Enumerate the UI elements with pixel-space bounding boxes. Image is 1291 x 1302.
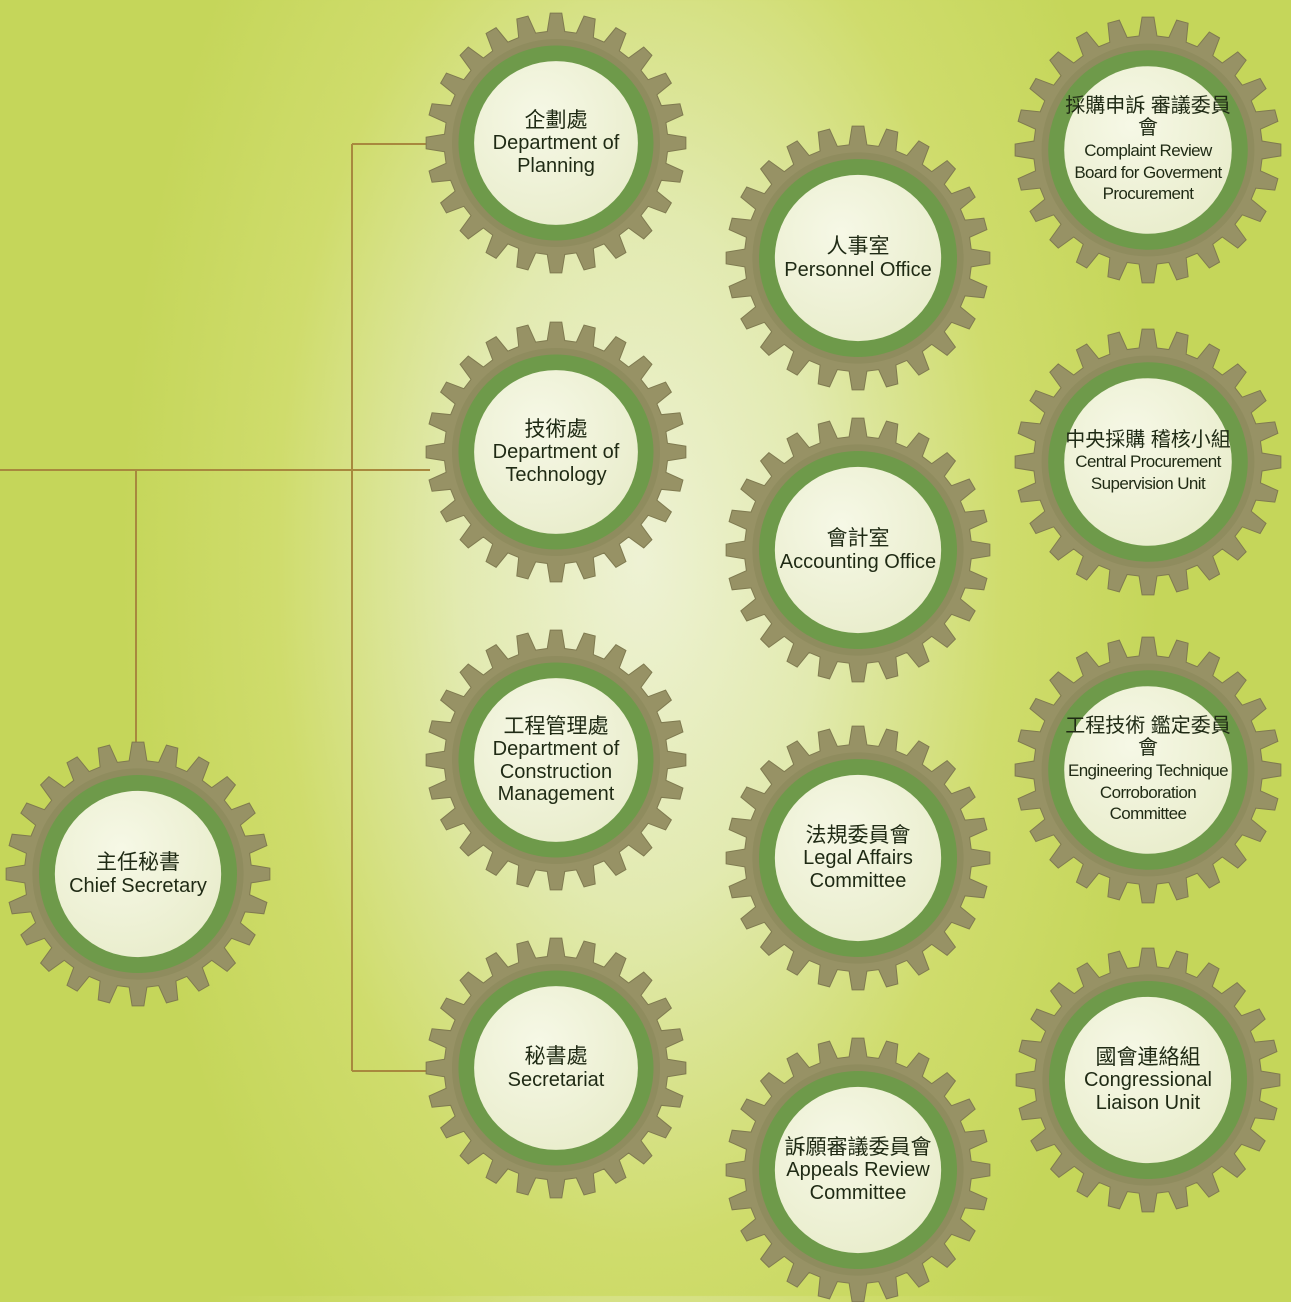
unit-name-zh: 採購申訴 審議委員會: [1065, 94, 1231, 140]
gear-engineering-technique-committee: 工程技術 鑑定委員會 Engineering Technique Corrobo…: [1014, 636, 1282, 904]
unit-name-en: Appeals Review Committee: [786, 1159, 930, 1204]
gear-icon: [725, 725, 991, 991]
gear-icon: [1014, 16, 1282, 284]
gear-secretariat: 秘書處 Secretariat: [425, 937, 687, 1199]
gear-label: 採購申訴 審議委員會 Complaint Review Board for Go…: [1064, 66, 1232, 234]
gear-icon: [5, 741, 271, 1007]
unit-name-zh: 人事室: [826, 235, 890, 259]
gear-personnel-office: 人事室 Personnel Office: [725, 125, 991, 391]
unit-name-zh: 秘書處: [524, 1045, 588, 1069]
gear-face: [474, 61, 638, 225]
unit-name-en: Legal Affairs Committee: [803, 847, 913, 892]
gear-legal-affairs-committee: 法規委員會 Legal Affairs Committee: [725, 725, 991, 991]
gear-label: 法規委員會 Legal Affairs Committee: [775, 775, 941, 941]
unit-name-en: Secretariat: [507, 1068, 605, 1091]
gear-face: [774, 1086, 942, 1254]
unit-name-en: Department of Construction Management: [492, 738, 620, 805]
gear-label: 訴願審議委員會 Appeals Review Committee: [775, 1087, 941, 1253]
gear-face: [774, 466, 942, 634]
gear-icon: [425, 321, 687, 583]
gear-icon: [425, 937, 687, 1199]
gear-face: [774, 174, 942, 342]
gear-label: 人事室 Personnel Office: [775, 175, 941, 341]
gear-label: 工程管理處 Department of Construction Managem…: [474, 678, 638, 842]
gear-face: [774, 774, 942, 942]
gear-icon: [725, 417, 991, 683]
gear-label: 秘書處 Secretariat: [474, 986, 638, 1150]
gear-icon: [425, 629, 687, 891]
unit-name-en: Department of Planning: [492, 132, 620, 177]
unit-name-zh: 技術處: [524, 417, 588, 441]
gear-face: [1064, 996, 1232, 1164]
unit-name-en: Engineering Technique Corroboration Comm…: [1067, 760, 1229, 824]
gear-label: 中央採購 稽核小組 Central Procurement Supervisio…: [1064, 378, 1232, 546]
gear-icon: [725, 1037, 991, 1302]
unit-name-en: Department of Technology: [492, 441, 620, 486]
gear-accounting-office: 會計室 Accounting Office: [725, 417, 991, 683]
unit-name-zh: 工程技術 鑑定委員會: [1065, 714, 1231, 760]
gear-face: [474, 986, 638, 1150]
gear-department-planning: 企劃處 Department of Planning: [425, 12, 687, 274]
gear-department-technology: 技術處 Department of Technology: [425, 321, 687, 583]
unit-name-zh: 會計室: [826, 527, 890, 551]
unit-name-en: Complaint Review Board for Goverment Pro…: [1074, 140, 1222, 204]
unit-name-zh: 中央採購 稽核小組: [1065, 429, 1231, 452]
gear-icon: [1014, 636, 1282, 904]
gear-label: 技術處 Department of Technology: [474, 370, 638, 534]
unit-name-en: Congressional Liaison Unit: [1084, 1069, 1212, 1114]
unit-name-zh: 法規委員會: [805, 823, 911, 847]
gear-face: [1064, 66, 1232, 234]
unit-name-zh: 國會連絡組: [1095, 1045, 1201, 1069]
gear-label: 主任秘書 Chief Secretary: [55, 791, 221, 957]
unit-name-en: Personnel Office: [784, 258, 932, 281]
gear-face: [54, 790, 222, 958]
gear-label: 工程技術 鑑定委員會 Engineering Technique Corrobo…: [1064, 686, 1232, 854]
gear-department-construction-management: 工程管理處 Department of Construction Managem…: [425, 629, 687, 891]
gear-icon: [1015, 947, 1281, 1213]
unit-name-zh: 主任秘書: [95, 851, 180, 875]
unit-name-en: Chief Secretary: [69, 874, 207, 897]
unit-name-en: Central Procurement Supervision Unit: [1075, 452, 1221, 494]
gear-icon: [425, 12, 687, 274]
unit-name-zh: 企劃處: [524, 108, 588, 132]
gear-label: 國會連絡組 Congressional Liaison Unit: [1065, 997, 1231, 1163]
gear-face: [1064, 378, 1232, 546]
gear-label: 企劃處 Department of Planning: [474, 61, 638, 225]
unit-name-en: Accounting Office: [779, 550, 937, 573]
gear-face: [1064, 686, 1232, 854]
gear-complaint-review-board: 採購申訴 審議委員會 Complaint Review Board for Go…: [1014, 16, 1282, 284]
unit-name-zh: 工程管理處: [503, 714, 609, 738]
gear-label: 會計室 Accounting Office: [775, 467, 941, 633]
gear-congressional-liaison-unit: 國會連絡組 Congressional Liaison Unit: [1015, 947, 1281, 1213]
unit-name-zh: 訴願審議委員會: [784, 1135, 932, 1159]
gear-central-procurement-supervision-unit: 中央採購 稽核小組 Central Procurement Supervisio…: [1014, 328, 1282, 596]
gear-chief-secretary: 主任秘書 Chief Secretary: [5, 741, 271, 1007]
gear-appeals-review-committee: 訴願審議委員會 Appeals Review Committee: [725, 1037, 991, 1302]
gear-icon: [1014, 328, 1282, 596]
gear-face: [474, 370, 638, 534]
gear-icon: [725, 125, 991, 391]
gear-face: [474, 678, 638, 842]
